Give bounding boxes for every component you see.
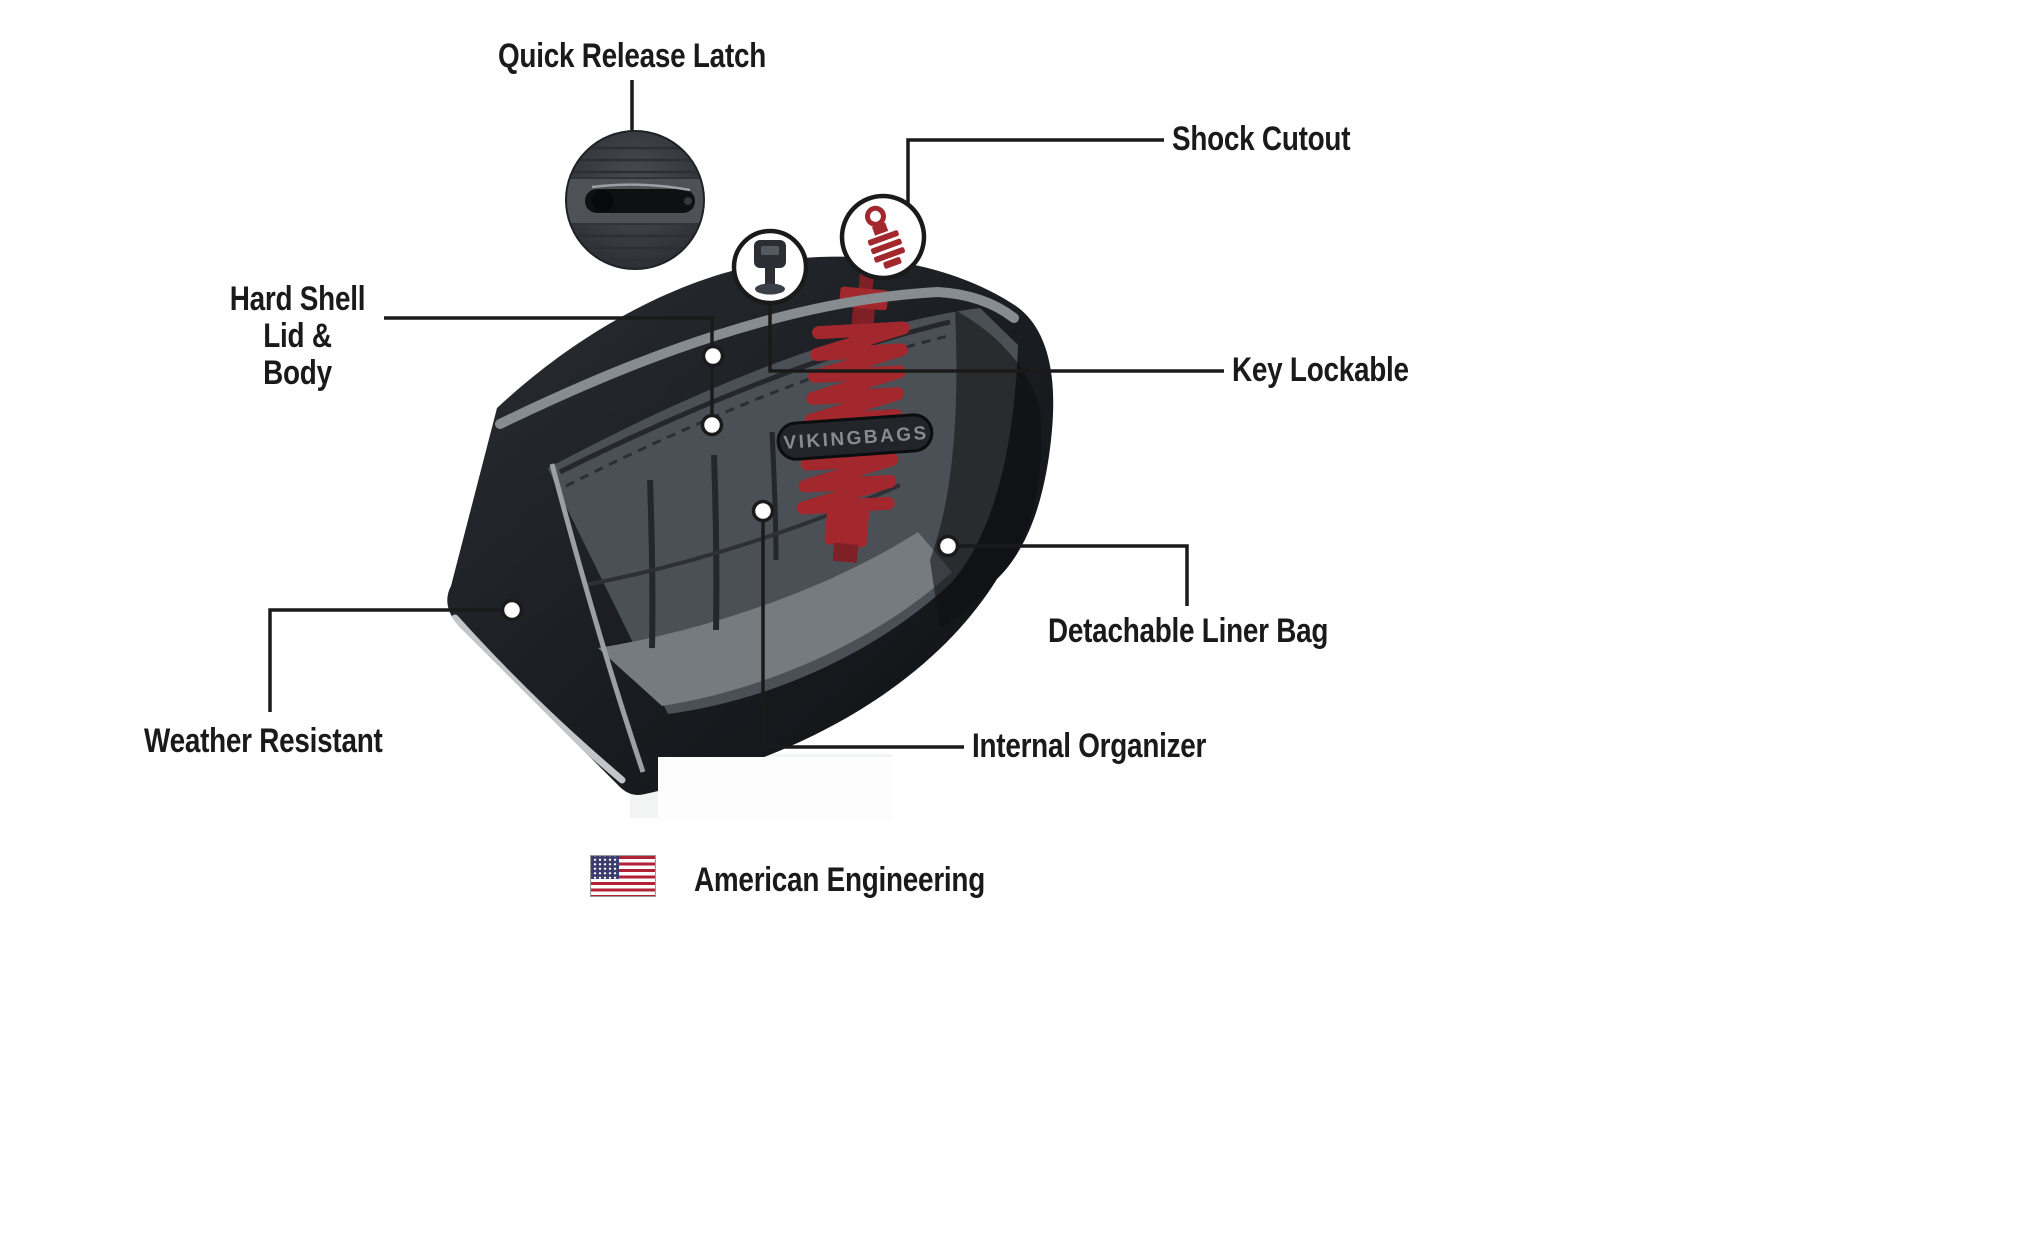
dot-weather-resistant — [500, 598, 524, 622]
lid-pinstripe — [495, 286, 1019, 429]
label-shock-cutout: Shock Cutout — [1172, 120, 1351, 158]
connector-weather-resistant — [268, 608, 504, 712]
shock-absorber-icon — [839, 193, 927, 281]
label-weather-resistant: Weather Resistant — [144, 722, 383, 760]
key-lock-icon — [731, 228, 809, 306]
dot-hard-shell-body — [700, 413, 724, 437]
bottom-left-edge-highlight — [451, 614, 626, 784]
label-hard-shell-line1: Hard Shell — [229, 280, 366, 318]
label-hard-shell-line2: Lid & Body — [263, 317, 332, 392]
image-crop-artifact — [658, 757, 892, 821]
label-american-engineering: American Engineering — [694, 861, 985, 899]
dot-hard-shell-lid — [701, 344, 725, 368]
label-detachable-liner-bag: Detachable Liner Bag — [1048, 612, 1329, 650]
left-inner-edge-highlight — [549, 463, 646, 773]
connector-lines — [268, 80, 1224, 749]
label-quick-release-latch: Quick Release Latch — [497, 37, 767, 75]
us-flag-canton — [591, 856, 619, 879]
connector-internal-organizer — [761, 518, 964, 749]
saddlebag-body: VIKINGBAGS — [447, 256, 1054, 795]
label-internal-organizer: Internal Organizer — [972, 727, 1207, 765]
label-key-lockable: Key Lockable — [1232, 351, 1409, 389]
connector-key-lockable — [768, 304, 1224, 373]
connector-dots — [500, 344, 960, 622]
quick-release-latch-photo — [565, 130, 705, 270]
connector-hard-shell — [384, 316, 714, 428]
label-hard-shell-lid-body: Hard Shell Lid & Body — [226, 281, 370, 392]
connector-detachable-liner — [950, 544, 1189, 606]
dot-detachable-liner — [936, 534, 960, 558]
bag-interior-floor — [598, 532, 952, 706]
dot-internal-organizer — [751, 499, 775, 523]
vikingbags-badge: VIKINGBAGS — [776, 413, 934, 461]
latch-pivot — [592, 190, 614, 212]
us-flag-icon — [590, 855, 656, 897]
shock-absorber-cutout-art — [796, 273, 910, 563]
latch-handle — [585, 189, 695, 213]
connector-shock-cutout — [906, 138, 1164, 206]
